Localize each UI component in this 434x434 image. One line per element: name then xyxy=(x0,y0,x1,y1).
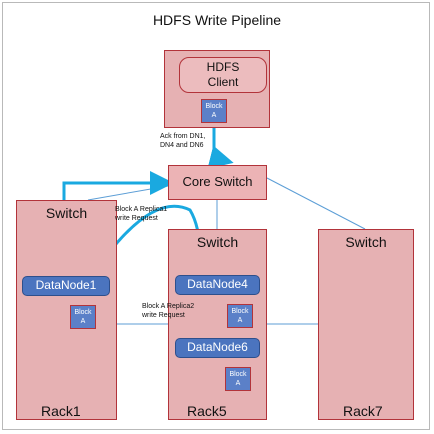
rack5-switch-label: Switch xyxy=(196,234,239,250)
diagram-frame xyxy=(2,2,430,430)
block-id: A xyxy=(80,318,86,325)
block-label: Block xyxy=(205,103,223,110)
diagram-title: HDFS Write Pipeline xyxy=(152,12,282,28)
block-label: Block xyxy=(229,371,247,378)
rack5-name: Rack5 xyxy=(187,403,227,419)
block-id: A xyxy=(235,380,241,387)
rack1: Switch DataNode1 Block A Rack1 xyxy=(16,200,117,420)
ack-arrow xyxy=(207,128,234,169)
rack5: Switch DataNode4 Block A DataNode6 Block… xyxy=(168,229,267,420)
link-core-to-rack7 xyxy=(266,177,366,230)
replica1-note-line2: write Request xyxy=(115,215,158,222)
client-block-a: Block A xyxy=(201,99,227,123)
replica1-note-line1: Block A Replica1 xyxy=(115,206,168,213)
rack1-block-a: Block A xyxy=(70,305,96,329)
ack-note-line1: Ack from DN1, xyxy=(160,133,206,140)
block-id: A xyxy=(211,112,217,119)
hdfs-client-label: HDFS Client xyxy=(179,57,267,93)
datanode1: DataNode1 xyxy=(22,276,110,296)
datanode6: DataNode6 xyxy=(175,338,260,358)
replica1-note: Block A Replica1 write Request xyxy=(115,205,167,223)
block-label: Block xyxy=(231,308,249,315)
client-label-line1: HDFS xyxy=(206,60,240,74)
rack1-name: Rack1 xyxy=(41,403,81,419)
link-core-to-rack1 xyxy=(87,185,169,201)
rack7: Switch Rack7 xyxy=(318,229,414,420)
block-id: A xyxy=(237,317,243,324)
hdfs-client-box: HDFS Client Block A xyxy=(164,50,270,128)
core-switch: Core Switch xyxy=(168,165,267,200)
replica2-note-line2: write Request xyxy=(142,312,185,319)
replica2-note: Block A Replica2 write Request xyxy=(142,302,194,320)
client-label-line2: Client xyxy=(207,75,239,89)
rack5-block-a-1: Block A xyxy=(227,304,253,328)
rack5-block-a-2: Block A xyxy=(225,367,251,391)
ack-note: Ack from DN1, DN4 and DN6 xyxy=(160,132,206,150)
ack-note-line2: DN4 and DN6 xyxy=(160,142,204,149)
rack7-switch-label: Switch xyxy=(345,234,387,250)
datanode4: DataNode4 xyxy=(175,275,260,295)
rack7-name: Rack7 xyxy=(343,403,383,419)
block-label: Block xyxy=(74,309,92,316)
replica2-note-line1: Block A Replica2 xyxy=(142,303,195,310)
rack1-switch-label: Switch xyxy=(45,205,88,221)
